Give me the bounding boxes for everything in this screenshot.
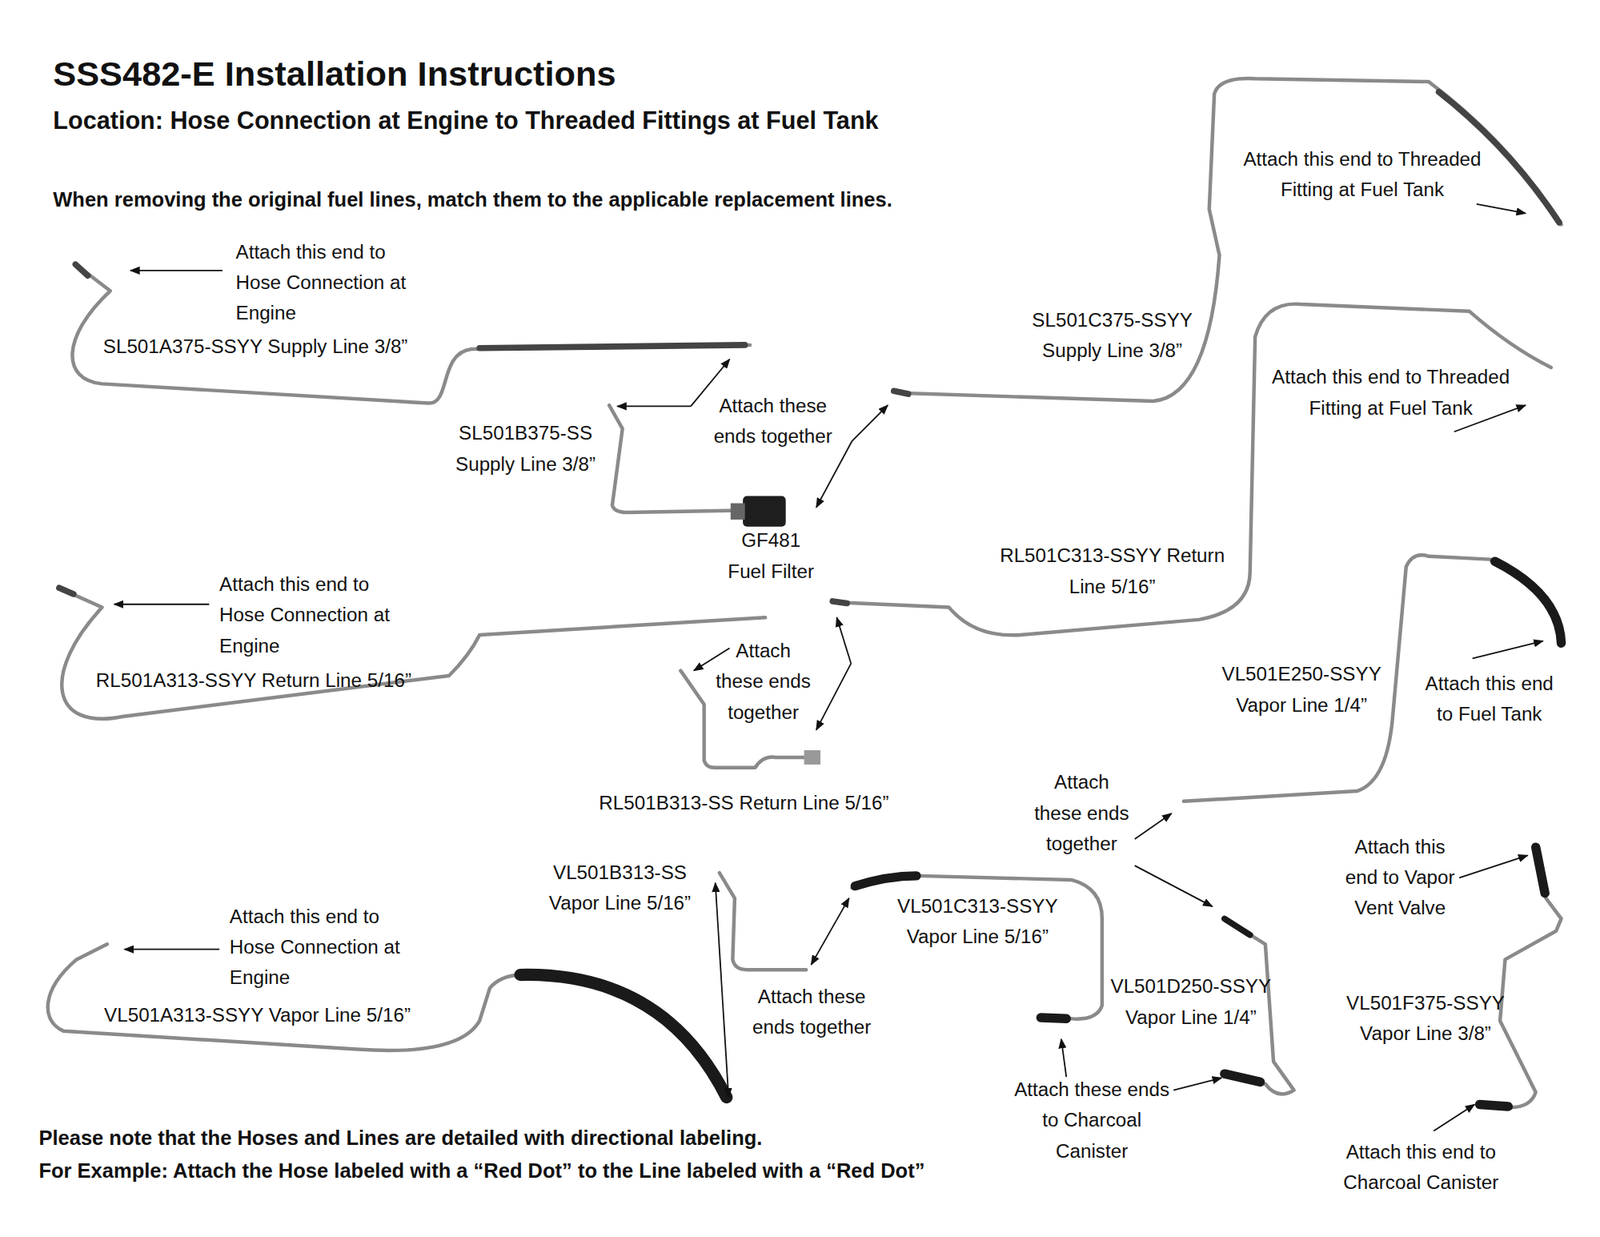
vapor-line [852, 875, 1103, 1019]
leader-arrow [617, 405, 691, 408]
callout-label: GF481 Fuel Filter [722, 525, 820, 587]
leader-arrow [816, 441, 853, 508]
vapor-line [48, 943, 521, 1051]
leader-arrow [114, 603, 210, 606]
callout-label: Attach this end to Vapor Vent Valve [1339, 831, 1462, 924]
vapor-hose [1224, 1073, 1261, 1082]
page-title: SSS482-E Installation Instructions [52, 52, 616, 94]
callout-label: RL501A313-SSYY Return Line 5/16” [96, 665, 443, 696]
vapor-hose [520, 974, 727, 1097]
callout-label: SL501A375-SSYY Supply Line 3/8” [103, 331, 441, 362]
callout-label: Attach this end to Charcoal Canister [1331, 1136, 1511, 1198]
callout-label: Attach these ends together [712, 635, 815, 728]
supply-hose [479, 344, 745, 349]
leader-arrow [816, 663, 851, 730]
callout-label: RL501C313-SSYY Return Line 5/16” [994, 541, 1230, 602]
vapor-line [1479, 846, 1562, 1107]
leader-arrow [693, 648, 730, 671]
callout-label: VL501D250-SSYY Vapor Line 1/4” [1103, 971, 1278, 1033]
return-line [836, 304, 1551, 636]
leader-arrow [130, 269, 223, 272]
vapor-hose [1535, 846, 1545, 893]
callout-label: Attach this end to Hose Connection at En… [236, 236, 420, 329]
callout-label: Attach these ends to Charcoal Canister [1005, 1074, 1179, 1167]
callout-label: VL501A313-SSYY Vapor Line 5/16” [104, 999, 451, 1031]
callout-label: Attach these ends together [742, 981, 881, 1043]
note-text: For Example: Attach the Hose labeled wit… [38, 1154, 1315, 1186]
supply-line [609, 405, 740, 513]
leader-arrow [124, 948, 221, 951]
leader-arrow [1459, 854, 1528, 878]
leader-arrow [1476, 204, 1526, 213]
callout-label: VL501B313-SS Vapor Line 5/16” [535, 857, 704, 919]
supply-line [72, 267, 750, 404]
leader-arrow [811, 898, 850, 965]
callout-label: Attach these ends together [1030, 767, 1133, 860]
callout-label: Attach this end to Threaded Fitting at F… [1229, 144, 1495, 205]
return-line [61, 589, 766, 719]
callout-label: Attach this end to Hose Connection at En… [229, 901, 414, 994]
callout-label: Attach this end to Threaded Fitting at F… [1258, 362, 1524, 424]
fitting [832, 601, 847, 604]
vapor-hose [1495, 561, 1562, 643]
callout-label: VL501F375-SSYY Vapor Line 3/8” [1339, 987, 1513, 1049]
leader-arrow [852, 405, 889, 442]
callout-label: Attach this end to Fuel Tank [1415, 668, 1564, 730]
note-text: When removing the original fuel lines, m… [52, 183, 1074, 214]
note-text: Location: Hose Connection at Engine to T… [52, 104, 1175, 136]
vapor-hose [1479, 1103, 1509, 1107]
callout-label: VL501E250-SSYY Vapor Line 1/4” [1217, 659, 1386, 721]
callout-label: Attach this end to Hose Connection at En… [219, 569, 403, 662]
vapor-line [1224, 918, 1295, 1094]
callout-label: SL501C375-SSYY Supply Line 3/8” [1025, 304, 1199, 366]
note-text: Please note that the Hoses and Lines are… [38, 1122, 1315, 1153]
leader-arrow [1433, 1103, 1475, 1131]
fuel-filter [742, 496, 786, 527]
fitting [804, 749, 821, 765]
leader-arrow [715, 882, 730, 1098]
fitting [75, 264, 88, 276]
callout-label: VL501C313-SSYY Vapor Line 5/16” [890, 890, 1065, 952]
callout-label: RL501B313-SS Return Line 5/16” [598, 787, 915, 819]
vapor-hose [1040, 1017, 1067, 1019]
leader-arrow [1134, 813, 1172, 839]
leader-arrow [836, 617, 851, 663]
vapor-hose [854, 875, 916, 887]
leader-arrow [1173, 1077, 1222, 1090]
filter-fitting [730, 503, 746, 520]
callout-label: SL501B375-SS Supply Line 3/8” [444, 418, 608, 480]
leader-arrow [1134, 865, 1213, 907]
leader-arrow [1472, 641, 1544, 659]
vapor-hose [1224, 918, 1251, 935]
supply-line [898, 78, 1562, 402]
fitting [59, 587, 74, 594]
vapor-line [719, 872, 807, 970]
callout-label: Attach these ends together [704, 390, 843, 452]
fitting [894, 390, 909, 394]
leader-arrow [1061, 1038, 1067, 1077]
